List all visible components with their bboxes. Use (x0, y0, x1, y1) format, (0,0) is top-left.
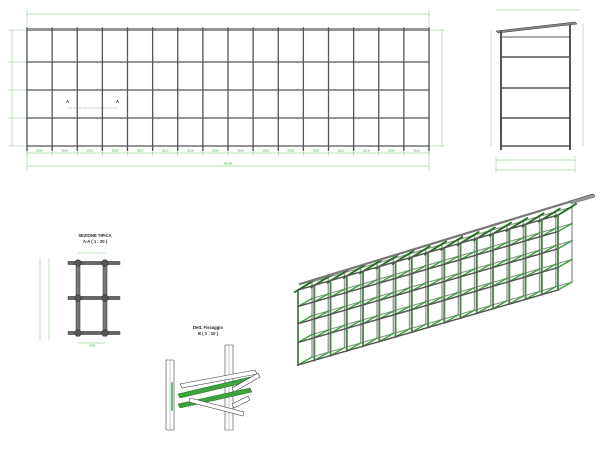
bay-dimension-label: 2510 (237, 149, 244, 153)
section-node (101, 259, 109, 267)
section-node (74, 329, 82, 337)
connection-clamp (231, 395, 251, 409)
bay-dimension-label: 2510 (313, 149, 320, 153)
iso-front-beam (297, 230, 559, 308)
post-foot (377, 149, 380, 151)
side-frame (495, 21, 578, 150)
iso-depth-tie (557, 258, 573, 269)
front-elevation: 2510 2510 2510 2510 2510 2510 2510 2510 2510 2510… (8, 9, 446, 171)
post-foot (76, 149, 79, 151)
connection-title: Dett. Fissaggio (193, 325, 223, 330)
post-foot (202, 149, 204, 151)
post-foot (26, 149, 28, 151)
connection-drawing (165, 344, 261, 431)
post-foot (252, 149, 254, 151)
side-roof (495, 21, 578, 34)
connection-detail: Dett. Fissaggio B ( 1 : 10 ) (165, 325, 261, 431)
section-node (101, 329, 109, 337)
connection-scale: B ( 1 : 10 ) (198, 331, 219, 336)
section-drawing: 1200 (39, 252, 121, 348)
iso-front-beam (297, 214, 559, 291)
connection-brace (188, 397, 245, 417)
bay-dimension-label: 2510 (61, 149, 68, 153)
bay-dimension-label: 2510 (86, 149, 93, 153)
post-foot (277, 149, 280, 151)
section-mark-left: A (66, 99, 69, 104)
post-foot (51, 149, 53, 151)
isometric-3d-view (293, 193, 596, 366)
typical-section-detail: SEZIONE TIPICA A-A ( 1 : 20 ) 1200 (39, 233, 121, 348)
section-node (74, 294, 82, 302)
post-foot (352, 149, 355, 151)
post-foot (302, 149, 305, 151)
section-beam (67, 331, 121, 335)
iso-roof-end (569, 193, 596, 205)
post-foot (227, 149, 229, 151)
post-foot (428, 149, 430, 151)
post-foot (151, 149, 154, 151)
bay-dimension-label: 2510 (36, 149, 43, 153)
iso-front-beam (297, 266, 559, 344)
post-foot (176, 149, 179, 151)
post-foot (327, 149, 330, 151)
bay-dimension-label: 2510 (187, 149, 194, 153)
bay-dimension-label: 2510 (137, 149, 144, 153)
post-foot (101, 149, 104, 151)
bay-dimension-label: 2510 (363, 149, 370, 153)
iso-front-beam (297, 289, 559, 366)
bay-dimension-label: 2510 (262, 149, 269, 153)
iso-roof-eave (298, 193, 594, 286)
post-foot (403, 149, 405, 151)
section-node (101, 294, 109, 302)
section-cut-marker: A A (66, 99, 119, 109)
iso-front-beam (297, 247, 559, 325)
section-scale: A-A ( 1 : 20 ) (83, 239, 108, 244)
bay-dimension-label: 2510 (212, 149, 219, 153)
section-mark-right: A (116, 99, 119, 104)
iso-depth-tie (557, 222, 573, 233)
iso-depth-tie (557, 281, 573, 291)
connection-clamp (231, 372, 261, 393)
section-node (74, 259, 82, 267)
bay-dimension-label: 2510 (413, 149, 420, 153)
side-dimension-lines (490, 9, 584, 174)
section-width-label: 1200 (89, 344, 96, 348)
bay-dimension-label: 2510 (338, 149, 345, 153)
bay-dimension-label: 2510 (287, 149, 294, 153)
iso-depth-tie (557, 239, 573, 250)
bay-dimension-label: 2510 (112, 149, 119, 153)
post-foot (126, 149, 129, 151)
bay-dimension-label: 2510 (388, 149, 395, 153)
section-title: SEZIONE TIPICA (78, 233, 111, 238)
elevation-frame-grid (26, 27, 430, 151)
total-dimension-label: 40160 (224, 162, 233, 166)
section-beam (67, 261, 121, 265)
bay-dimension-label: 2510 (162, 149, 169, 153)
section-beam (67, 296, 121, 300)
side-elevation (490, 9, 584, 174)
